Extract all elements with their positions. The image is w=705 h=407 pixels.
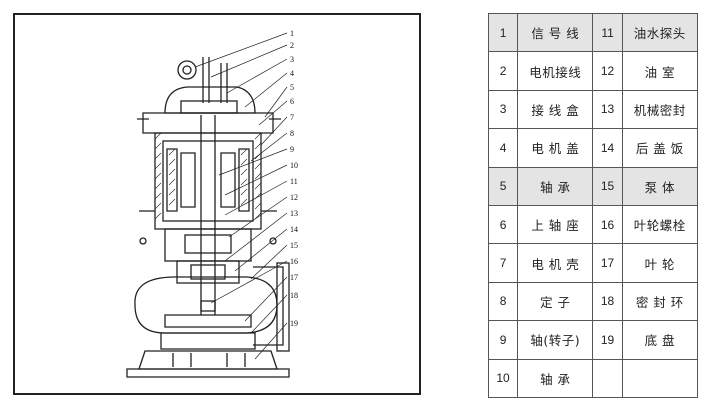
part-number: 16 — [592, 204, 623, 245]
part-number: 17 — [592, 243, 623, 283]
empty-cell — [621, 358, 699, 399]
part-name: 上 轴 座 — [517, 204, 594, 245]
part-name: 后 盖 饭 — [621, 128, 699, 168]
part-name: 轴 承 — [517, 358, 594, 399]
part-number: 4 — [487, 128, 519, 168]
part-name: 泵 体 — [621, 166, 699, 206]
legend-row: 2 电机接线 12 油 室 — [487, 51, 699, 91]
legend-row: 8 定 子 18 密 封 环 — [487, 281, 699, 322]
parts-legend-table: 1 信 号 线 11 油水探头 2 电机接线 12 油 室 3 接 线 盒 13… — [487, 12, 699, 399]
part-number: 18 — [592, 281, 623, 322]
callout-10: 10 — [290, 161, 298, 170]
shaft-outline — [200, 115, 216, 315]
part-number: 9 — [487, 320, 519, 360]
part-number: 14 — [592, 128, 623, 168]
part-name: 电机接线 — [517, 51, 594, 91]
part-number: 15 — [592, 166, 623, 206]
base-outline — [138, 350, 278, 370]
callout-5: 5 — [290, 83, 294, 92]
callout-17: 17 — [290, 273, 298, 282]
part-name: 接 线 盒 — [517, 89, 594, 130]
callout-2: 2 — [290, 41, 294, 50]
part-name: 电 机 壳 — [517, 243, 594, 283]
callout-4: 4 — [290, 69, 294, 78]
part-number: 5 — [487, 166, 519, 206]
legend-row: 9 轴(转子) 19 底 盘 — [487, 320, 699, 360]
part-number: 2 — [487, 51, 519, 91]
callout-18: 18 — [290, 291, 298, 300]
part-name: 叶轮螺栓 — [621, 204, 699, 245]
callout-1: 1 — [290, 29, 294, 38]
impeller-outline — [164, 314, 252, 328]
callout-8: 8 — [290, 129, 294, 138]
callout-13: 13 — [290, 209, 298, 218]
part-number: 8 — [487, 281, 519, 322]
callout-6: 6 — [290, 97, 294, 106]
callout-12: 12 — [290, 193, 298, 202]
part-number: 7 — [487, 243, 519, 283]
part-number: 6 — [487, 204, 519, 245]
legend-row: 1 信 号 线 11 油水探头 — [487, 12, 699, 53]
part-number: 12 — [592, 51, 623, 91]
part-name: 定 子 — [517, 281, 594, 322]
motor-cover-outline — [142, 112, 274, 134]
part-number: 10 — [487, 358, 519, 399]
legend-row: 3 接 线 盒 13 机械密封 — [487, 89, 699, 130]
part-number: 3 — [487, 89, 519, 130]
legend-row: 7 电 机 壳 17 叶 轮 — [487, 243, 699, 283]
part-name: 轴(转子) — [517, 320, 594, 360]
pump-cross-section-svg: 1 2 3 4 5 6 7 8 9 10 11 12 13 14 15 16 1… — [126, 29, 298, 378]
part-name: 底 盘 — [621, 320, 699, 360]
callout-16: 16 — [290, 257, 298, 266]
callout-7: 7 — [290, 113, 294, 122]
callout-11: 11 — [290, 177, 298, 186]
callout-14: 14 — [290, 225, 298, 234]
part-name: 密 封 环 — [621, 281, 699, 322]
part-name: 油水探头 — [621, 12, 699, 53]
lifting-ring — [177, 60, 197, 80]
legend-row: 5 轴 承 15 泵 体 — [487, 166, 699, 206]
callout-3: 3 — [290, 55, 294, 64]
callout-19: 19 — [290, 319, 298, 328]
pump-cross-section-drawing: 1 2 3 4 5 6 7 8 9 10 11 12 13 14 15 16 1… — [13, 13, 421, 395]
legend-row: 10 轴 承 — [487, 358, 699, 399]
part-number: 19 — [592, 320, 623, 360]
part-number: 11 — [592, 12, 623, 53]
callout-15: 15 — [290, 241, 298, 250]
part-number: 1 — [487, 12, 519, 53]
part-name: 油 室 — [621, 51, 699, 91]
part-name: 轴 承 — [517, 166, 594, 206]
junction-box-outline — [164, 86, 256, 114]
part-name: 电 机 盖 — [517, 128, 594, 168]
empty-cell — [592, 358, 623, 399]
pump-volute-outline — [134, 276, 278, 334]
part-name: 机械密封 — [621, 89, 699, 130]
legend-row: 6 上 轴 座 16 叶轮螺栓 — [487, 204, 699, 245]
legend-row: 4 电 机 盖 14 后 盖 饭 — [487, 128, 699, 168]
part-name: 信 号 线 — [517, 12, 594, 53]
part-name: 叶 轮 — [621, 243, 699, 283]
callout-9: 9 — [290, 145, 294, 154]
part-number: 13 — [592, 89, 623, 130]
oil-chamber-outline — [164, 228, 252, 262]
